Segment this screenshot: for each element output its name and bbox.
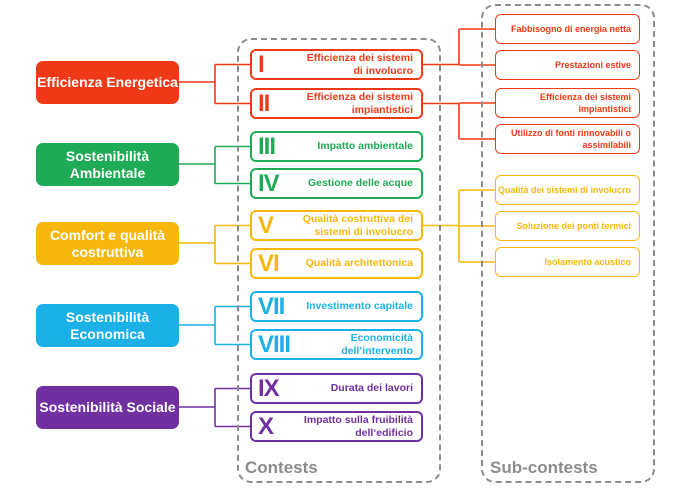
subcontest-envelope-quality: Qualità dei sistemi di involucro — [495, 175, 640, 205]
subcontests-panel — [481, 4, 655, 483]
contest-IV: IV Gestione delle acque — [250, 168, 423, 199]
contest-label: Economicità dell’intervento — [341, 331, 413, 357]
contest-II: II Efficienza dei sistemi impiantistici — [250, 88, 423, 119]
contest-label: Durata dei lavori — [330, 382, 413, 394]
contest-label: Qualità architettonica — [305, 257, 413, 269]
contest-number: III — [258, 132, 276, 160]
subcontest-label: Utilizzo di fonti rinnovabili o assimila… — [511, 128, 631, 150]
subcontest-net-energy-demand: Fabbisogno di energia netta — [495, 14, 640, 44]
subcontest-label: Fabbisogno di energia netta — [510, 24, 631, 34]
contest-number: VI — [258, 249, 280, 277]
contest-VIII: VIII Economicità dell’intervento — [250, 329, 423, 360]
category-label: Comfort e qualità costruttiva — [49, 226, 166, 260]
category-social-sustainability: Sostenibilità Sociale — [36, 386, 179, 429]
contest-number: VIII — [258, 330, 291, 358]
contest-label: Investimento capitale — [306, 300, 413, 312]
contest-V: V Qualità costruttiva dei sistemi di inv… — [250, 210, 423, 241]
subcontest-label: Soluzione dei ponti termici — [516, 221, 631, 231]
contest-I: I Efficienza dei sistemi di involucro — [250, 49, 423, 80]
category-comfort-quality: Comfort e qualità costruttiva — [36, 222, 179, 265]
contest-VII: VII Investimento capitale — [250, 291, 423, 322]
contests-panel-label: Contests — [245, 458, 318, 477]
category-label: Efficienza Energetica — [37, 74, 178, 90]
category-environmental-sustainability: Sostenibilità Ambientale — [36, 143, 179, 186]
contest-label: Qualità costruttiva dei sistemi di invol… — [302, 212, 413, 238]
contest-X: X Impatto sulla fruibilità dell‘edificio — [250, 411, 423, 442]
contest-number: IV — [258, 169, 280, 197]
contest-number: II — [258, 89, 270, 117]
contest-VI: VI Qualità architettonica — [250, 248, 423, 279]
subcontest-acoustic-insulation: Isolamento acustico — [495, 247, 640, 277]
contest-number: VII — [258, 292, 285, 320]
subcontests-panel-label: Sub-contests — [490, 458, 598, 477]
contest-label: Gestione delle acque — [307, 177, 413, 189]
contest-label: Efficienza dei sistemi impiantistici — [306, 90, 413, 116]
contest-number: X — [258, 412, 274, 440]
contest-number: V — [258, 211, 274, 239]
subcontest-label: Prestazioni estive — [554, 60, 631, 70]
category-label: Sostenibilità Ambientale — [65, 147, 150, 181]
category-economic-sustainability: Sostenibilità Economica — [36, 304, 179, 347]
subcontest-summer-performance: Prestazioni estive — [495, 50, 640, 80]
subcontest-thermal-bridges: Soluzione dei ponti termici — [495, 211, 640, 241]
contest-IX: IX Durata dei lavori — [250, 373, 423, 404]
category-label: Sostenibilità Sociale — [39, 399, 176, 415]
contest-label: Impatto ambientale — [317, 140, 413, 152]
contest-number: IX — [258, 374, 280, 402]
category-energy-efficiency: Efficienza Energetica — [36, 61, 179, 104]
contest-label: Efficienza dei sistemi di involucro — [306, 51, 413, 77]
subcontest-label: Efficienza dei sistemi impiantistici — [539, 92, 631, 114]
subcontest-renewable-sources: Utilizzo di fonti rinnovabili o assimila… — [495, 124, 640, 154]
contest-III: III Impatto ambientale — [250, 131, 423, 162]
category-label: Sostenibilità Economica — [65, 308, 150, 342]
contest-number: I — [258, 50, 265, 78]
contests-panel — [237, 38, 441, 483]
subcontest-plant-systems-efficiency: Efficienza dei sistemi impiantistici — [495, 88, 640, 118]
subcontest-label: Isolamento acustico — [544, 257, 631, 267]
subcontest-label: Qualità dei sistemi di involucro — [497, 185, 631, 195]
contest-label: Impatto sulla fruibilità dell‘edificio — [303, 413, 413, 439]
